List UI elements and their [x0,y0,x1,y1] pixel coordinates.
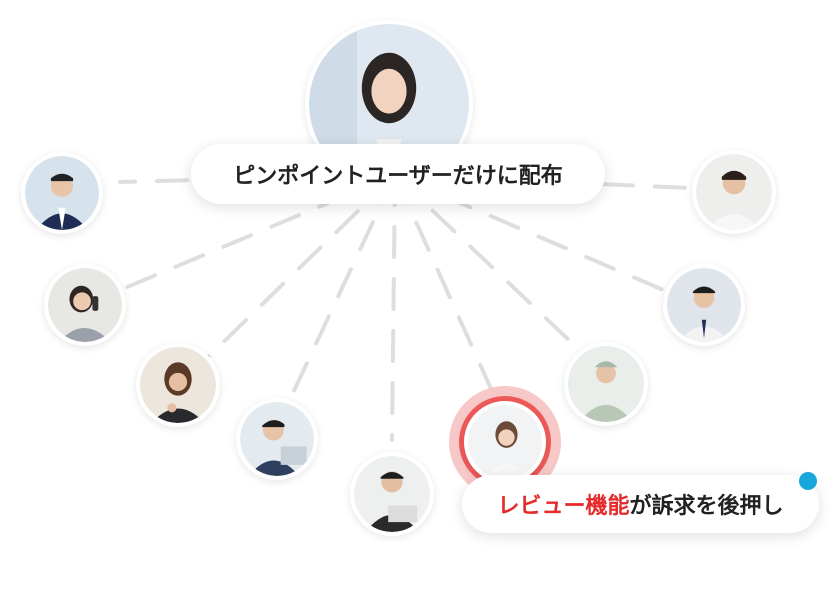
avatar-woman-highlighted [464,401,546,483]
person-photo-icon [140,347,216,423]
person-photo-icon [48,268,122,342]
avatar-man-worker [564,342,648,426]
accent-dot [799,472,817,490]
avatar-man-laptop [236,398,318,480]
avatar-woman-pointing [136,343,220,427]
person-photo-icon [354,456,430,532]
person-photo-icon [667,268,741,342]
distribution-label-text: ピンポイントユーザーだけに配布 [233,164,563,189]
review-label-rest-text: が訴求を後押し [629,494,784,519]
avatar-man-tablet [350,452,434,536]
avatar-man-suit-left [21,152,103,234]
person-photo-icon [468,405,542,479]
distribution-label: ピンポイントユーザーだけに配布 [191,144,605,204]
review-feature-text: レビュー機能 [497,494,630,519]
review-label: レビュー機能が訴求を後押し [462,475,819,533]
avatar-man-suit-right [663,264,745,346]
avatar-man-white-shirt [692,150,776,234]
person-photo-icon [568,346,644,422]
person-photo-icon [696,154,772,230]
person-photo-icon [240,402,314,476]
person-photo-icon [25,156,99,230]
avatar-woman-phone [44,264,126,346]
